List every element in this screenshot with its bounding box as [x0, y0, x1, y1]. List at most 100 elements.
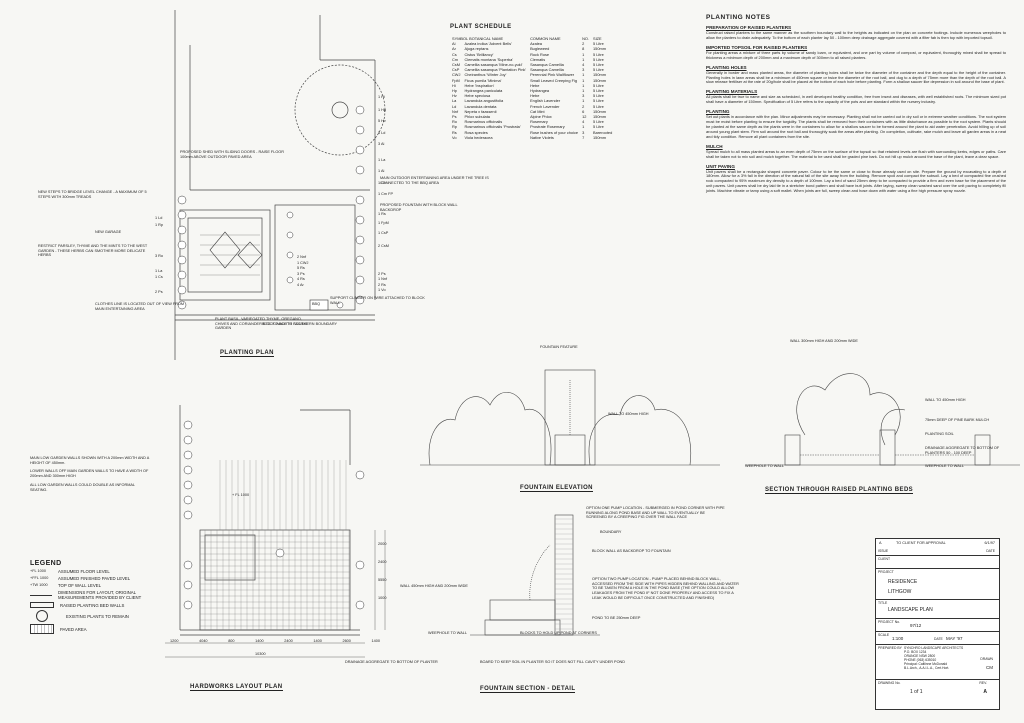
project-row: PROJECT RESIDENCE LITHGOW [876, 569, 999, 600]
cell-quantity: 4 [582, 119, 585, 125]
title-block: A TO CLIENT FOR APPROVAL 6/1/97 ISSUE DA… [875, 538, 1000, 710]
note-new-garage: NEW GARAGE [95, 230, 122, 234]
fountain-feature-label: FOUNTAIN FEATURE [540, 345, 578, 349]
legend-text: ASSUMED FLOOR LEVEL [58, 569, 110, 574]
col-no: NO. [582, 36, 589, 41]
cell-common-name: English Lavender [530, 98, 561, 104]
legend-item: EXISTING PLANTS TO REMAIN [30, 610, 170, 622]
hardworks-title: HARDWORKS LAYOUT PLAN [190, 684, 283, 691]
cell-quantity: 6 [582, 108, 585, 114]
date-label: DATE [986, 549, 995, 553]
cell-size: 5 Litre [593, 82, 604, 88]
cell-botanical-name: Viola hederacea [464, 134, 493, 140]
cell-quantity: 1 [582, 82, 585, 88]
note-support-climber: SUPPORT CLIMBER ON WIRE ATTACHED TO BLOC… [330, 296, 425, 305]
dim: 2000 [378, 542, 387, 546]
cell-common-name: Sasanqua Camellia [530, 62, 564, 68]
dim: 1400 [255, 639, 264, 643]
cell-quantity: 1 [582, 124, 585, 130]
cell-botanical-name: Rosmarinus officinalis 'Prostrata' [464, 124, 521, 130]
wall-450-label: WALL TO 450mm HIGH [608, 412, 649, 416]
legend-text: EXISTING PLANTS TO REMAIN [66, 613, 129, 619]
cell-quantity: 2 [582, 41, 585, 47]
plant-tag: 1 Cs [155, 275, 163, 279]
planting-notes: PLANTING NOTES PREPARATION OF RAISED PLA… [706, 14, 1006, 194]
cell-common-name: Hebe [530, 82, 540, 88]
title-row: TITLE LANDSCAPE PLAN [876, 600, 999, 619]
scale-value: 1:100 [892, 636, 904, 641]
note-block-wall: BLOCK WALL TO SOUTHERN BOUNDARY [262, 322, 338, 326]
notes-heading: PREPARATION OF RAISED PLANTERS [706, 25, 792, 30]
dim: 4040 [199, 639, 208, 643]
plant-tag: 1 La [378, 157, 386, 162]
drawing-no-label: DRAWING No. [878, 681, 901, 685]
cell-size: 150mm [593, 114, 606, 120]
wall-symbol-icon [30, 602, 54, 608]
drawn-value: CM [986, 665, 993, 670]
cell-symbol: Hv [452, 93, 457, 99]
plant-schedule-header: SYMBOL BOTANICAL NAME COMMON NAME NO. SI… [450, 36, 614, 41]
project-label: PROJECT [878, 570, 894, 574]
cell-size: 150mm [593, 134, 606, 140]
fs-label-wall-450-200: WALL 450mm HIGH AND 200mm WIDE [400, 584, 468, 588]
plant-tag: 2 Nnf [297, 255, 307, 259]
cell-common-name: Perennial Pink Wallflower [530, 72, 575, 78]
notes-paragraph: For planting areas a mixture of three pa… [706, 49, 1006, 60]
cell-size: 5 Litre [593, 124, 604, 130]
cell-botanical-name: Rosa species [464, 129, 488, 135]
cell-common-name: Small Leaved Creeping Fig [530, 77, 577, 83]
cell-botanical-name: Hebe 'Inspiration' [464, 82, 495, 88]
note-proposed-shed: PROPOSED SHED WITH SLIDING DOORS - RAISE… [180, 150, 285, 159]
project-no: 97/12 [910, 623, 922, 628]
cell-symbol: Rs [452, 129, 457, 135]
legend-text: ASSUMED FINISHED PAVED LEVEL [58, 576, 131, 581]
date2-label: DATE [934, 637, 943, 641]
section-label-mulch: 75mm DEEP OF PINE BARK MULCH [925, 418, 990, 422]
prepared-line: ORANGE NSW 2800 [904, 654, 936, 658]
cell-size: 5 Litre [593, 103, 604, 109]
date2-value: MAY '97 [946, 636, 963, 641]
legend-item: RAISED PLANTING BED WALLS [30, 602, 170, 608]
section-label-weephole-left: WEEPHOLE TO WALL [745, 464, 784, 468]
note-clothes-line: CLOTHES LINE IS LOCATED OUT OF VIEW FROM… [95, 302, 185, 311]
scale-label: SCALE [878, 633, 890, 637]
plant-tag: 2 CsM [378, 244, 389, 248]
hardworks-notes: MAIN LOW GARDEN WALLS SHOWN WITH A 200mm… [30, 456, 150, 492]
cell-size: 150mm [593, 72, 606, 78]
issue-letter: A [879, 541, 882, 545]
plant-tag: 1 La [155, 268, 163, 273]
drawing-title: LANDSCAPE PLAN [888, 607, 933, 613]
notes-paragraph: Spread mulch to all mass planted areas t… [706, 148, 1006, 159]
plant-tags-center: 2 Nnf 1 CWJ 5 Rs 3 Ps 4 Rs 4 Ar [297, 255, 319, 288]
cell-size: 150mm [593, 46, 606, 52]
plant-tag: 3 Ps [297, 271, 305, 276]
cell-common-name: Bugleweed [530, 46, 550, 52]
cell-symbol: Cm [452, 56, 459, 62]
cell-quantity: 12 [582, 114, 587, 120]
cell-botanical-name: Ficus pumila 'Minima' [464, 77, 502, 83]
plant-tag: 1 Cs [378, 180, 386, 185]
cell-size: 5 Litre [593, 51, 604, 57]
legend-text: RAISED PLANTING BED WALLS [60, 602, 125, 608]
title-label: TITLE [878, 601, 888, 605]
cell-botanical-name: Clematis montana 'Superba' [464, 56, 514, 62]
legend-item: PAVED AREA [30, 624, 170, 634]
planting-plan-drawing [174, 10, 386, 360]
cell-size: 5 Litre [593, 56, 604, 62]
section-label-soil: PLANTING SOIL [925, 432, 954, 436]
cell-quantity: 1 [582, 72, 585, 78]
cell-botanical-name: Cheiranthus 'Winter Joy' [464, 72, 507, 78]
cell-symbol: Hp [452, 88, 457, 94]
cell-common-name: Rosemary [530, 119, 548, 125]
cell-size: Barerooted [593, 129, 613, 135]
fountain-section-title: FOUNTAIN SECTION - DETAIL [480, 686, 576, 693]
cell-symbol: CWJ [452, 72, 461, 78]
raised-beds-section-title: SECTION THROUGH RAISED PLANTING BEDS [765, 487, 914, 494]
cell-common-name: Prostrate Rosemary [530, 124, 565, 130]
section-label-weephole-right: WEEPHOLE TO WALL [925, 464, 964, 468]
